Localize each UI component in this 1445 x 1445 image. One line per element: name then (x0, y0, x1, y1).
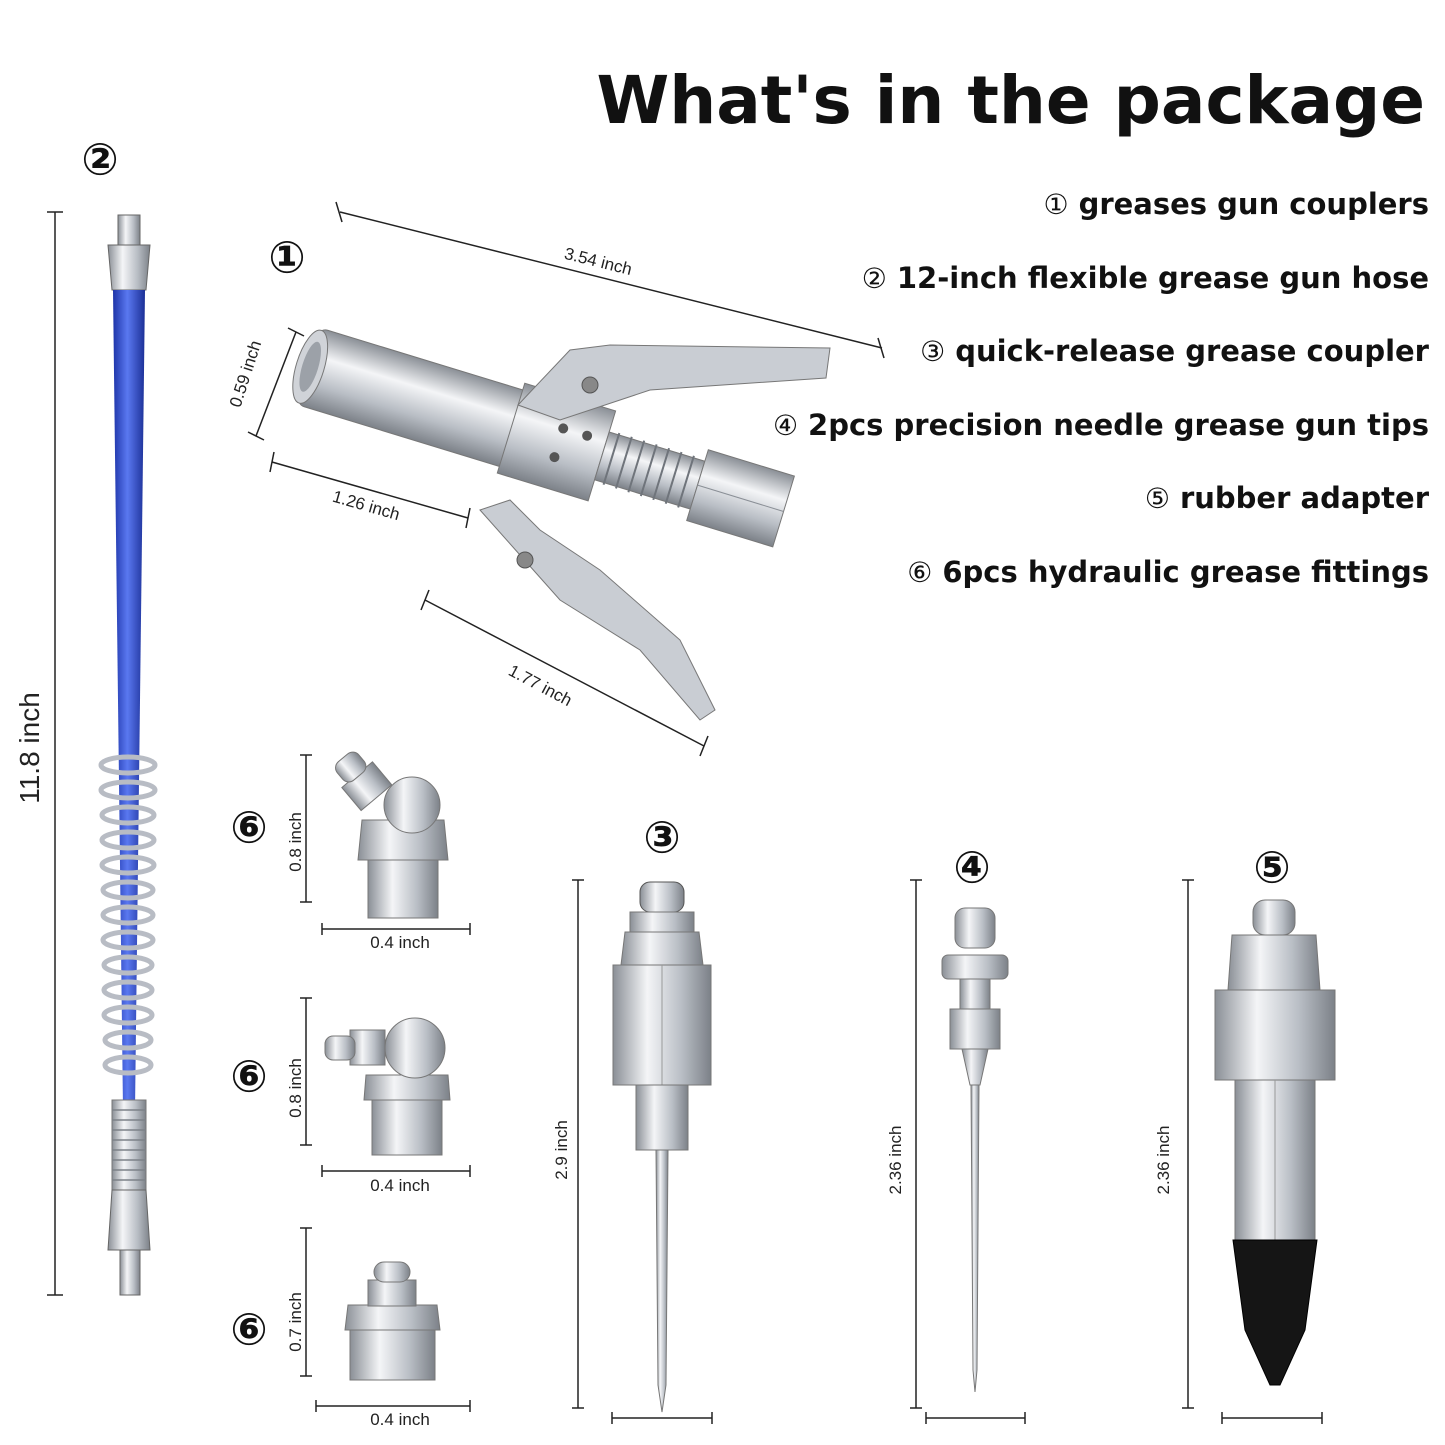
legend-text: quick-release grease coupler (955, 334, 1429, 368)
legend-number: ③ (920, 335, 946, 368)
hose-top-thread (117, 214, 141, 246)
marker-rubber-adapter: ⑤ (1253, 842, 1291, 894)
coupler-barrel (298, 329, 531, 468)
fitting-angled-45 (300, 751, 471, 935)
marker-quick-coupler: ③ (643, 812, 681, 864)
legend-number: ② (861, 261, 887, 295)
fitting-angled-90 (300, 997, 471, 1177)
legend-item-5: ⑤ rubber adapter (773, 476, 1429, 550)
marker-fitting-3: ⑥ (230, 1304, 268, 1356)
grease-hose (47, 211, 158, 1296)
rubber-adapter-length-label: 2.36 inch (1154, 1125, 1173, 1195)
legend-number: ① (1043, 188, 1069, 221)
legend-item-2: ② 12-inch flexible grease gun hose (773, 256, 1429, 330)
hose-top-ferrule (107, 244, 151, 291)
fitting-straight (300, 1227, 471, 1412)
fitting-1-width-label: 0.4 inch (370, 933, 430, 952)
legend-text: greases gun couplers (1078, 187, 1429, 221)
coupler-lever-bottom (479, 499, 716, 721)
legend-item-6: ⑥ 6pcs hydraulic grease fittings (773, 550, 1429, 624)
hose-bottom-thread (119, 1249, 141, 1296)
fitting-2-width-label: 0.4 inch (370, 1176, 430, 1195)
fitting-1-height-label: 0.8 inch (286, 812, 305, 872)
legend-item-1: ① greases gun couplers (773, 182, 1429, 256)
legend-item-4: ④ 2pcs precision needle grease gun tips (773, 403, 1429, 477)
coupler-lever-top (517, 344, 831, 421)
marker-fitting-1: ⑥ (230, 802, 268, 854)
rubber-adapter (1182, 879, 1336, 1424)
hose-tube (113, 290, 145, 1110)
legend-text: 6pcs hydraulic grease fittings (942, 554, 1429, 589)
marker-fitting-2: ⑥ (230, 1051, 268, 1103)
marker-coupler: ① (268, 232, 306, 284)
legend-text: 12-inch flexible grease gun hose (896, 260, 1429, 295)
needle-length-label: 2.36 inch (886, 1125, 905, 1195)
hose-bottom-spring (111, 1099, 147, 1191)
legend-number: ④ (772, 408, 799, 442)
grease-coupler (247, 201, 885, 757)
page-title: What's in the package (596, 62, 1425, 139)
legend-text: rubber adapter (1179, 481, 1429, 515)
legend-number: ⑥ (907, 555, 933, 589)
marker-hose: ② (81, 134, 119, 186)
hose-spring (98, 754, 158, 1076)
quick-coupler-length-label: 2.9 inch (552, 1120, 571, 1180)
fitting-3-width-label: 0.4 inch (370, 1410, 430, 1429)
fitting-3-height-label: 0.7 inch (286, 1292, 305, 1352)
hose-length-label: 11.8 inch (14, 692, 45, 804)
legend-number: ⑤ (1144, 482, 1170, 515)
legend-item-3: ③ quick-release grease coupler (773, 329, 1429, 403)
contents-legend: ① greases gun couplers ② 12-inch flexible … (773, 182, 1429, 623)
legend-text: 2pcs precision needle grease gun tips (808, 407, 1429, 442)
marker-needle: ④ (953, 842, 991, 894)
fitting-2-height-label: 0.8 inch (286, 1058, 305, 1118)
quick-release-coupler (572, 879, 713, 1424)
needle-tip (910, 879, 1026, 1424)
hose-bottom-ferrule (107, 1189, 151, 1251)
